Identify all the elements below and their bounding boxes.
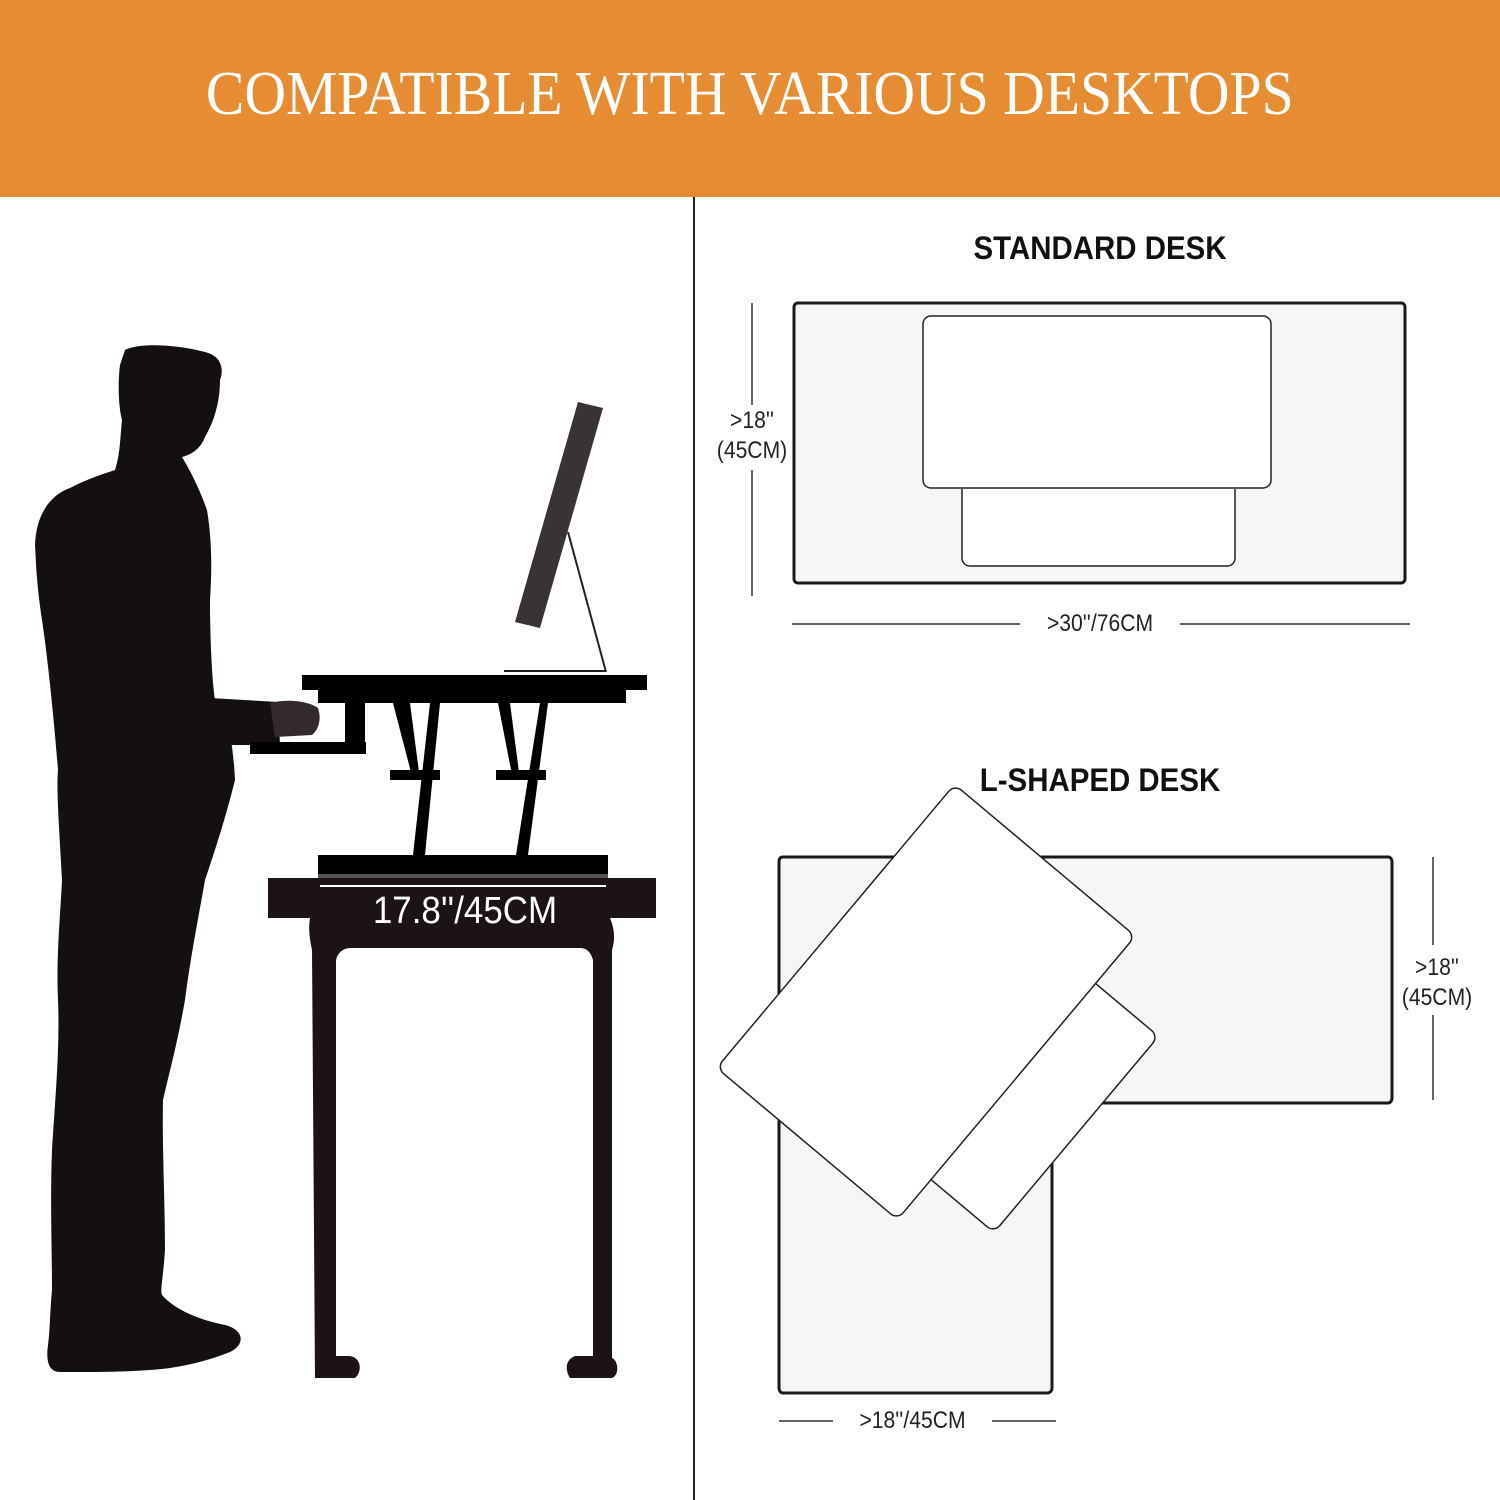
l-shaped-desk-title: L-SHAPED DESK bbox=[979, 762, 1221, 798]
l-shaped-desk-depth-cm: (45CM) bbox=[1401, 984, 1473, 1011]
person-silhouette-icon bbox=[35, 345, 320, 1372]
header-banner: COMPATIBLE WITH VARIOUS DESKTOPS bbox=[0, 0, 1500, 197]
l-shaped-desk-width-label: >18''/45CM bbox=[859, 1407, 966, 1434]
l-shaped-desk-depth-label: >18'' (45CM) bbox=[1393, 953, 1481, 1013]
standard-desk-depth-cm: (45CM) bbox=[716, 437, 788, 464]
standard-desk-width-label: >30''/76CM bbox=[1046, 610, 1154, 637]
banner-title: COMPATIBLE WITH VARIOUS DESKTOPS bbox=[206, 60, 1294, 128]
converter-width-label: 17.8''/45CM bbox=[372, 890, 558, 932]
standard-desk-title: STANDARD DESK bbox=[973, 230, 1227, 266]
standard-desk-diagram bbox=[751, 301, 1410, 625]
l-shaped-desk-diagram bbox=[719, 787, 1434, 1422]
standard-desk-depth-inches: >18'' bbox=[730, 407, 774, 434]
standard-desk-depth-label: >18'' (45CM) bbox=[708, 406, 796, 466]
l-shaped-desk-depth-inches: >18'' bbox=[1415, 954, 1459, 981]
panel-divider bbox=[693, 197, 695, 1500]
desk-converter-icon bbox=[250, 402, 656, 1378]
